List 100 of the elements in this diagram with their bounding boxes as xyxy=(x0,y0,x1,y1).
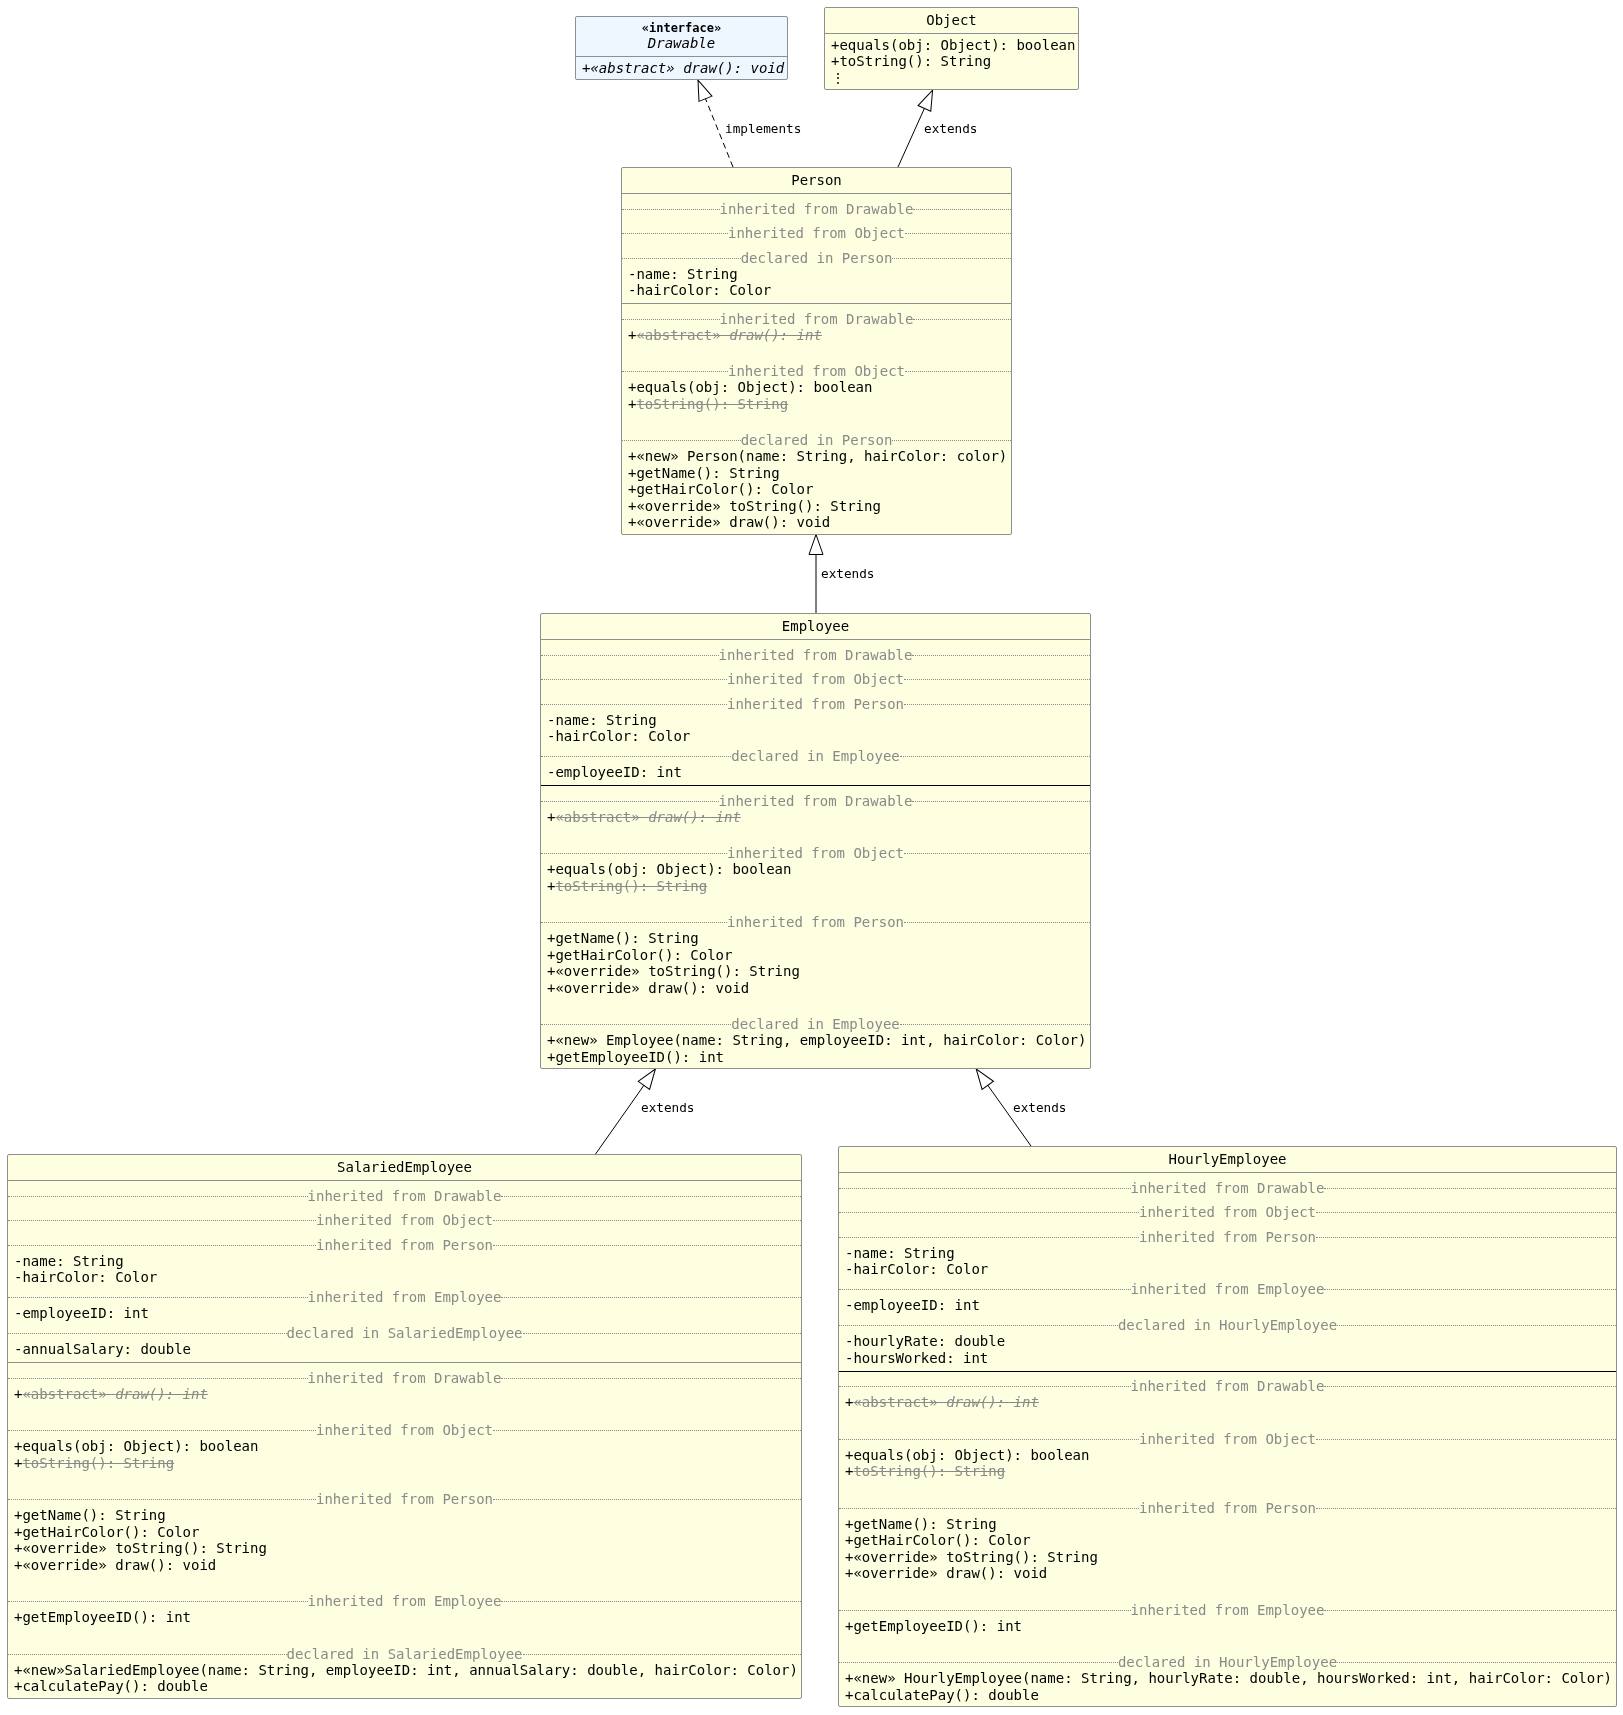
attribute-text: -hourlyRate: double xyxy=(845,1333,1006,1350)
section-label: inherited from Employee xyxy=(1130,1281,1325,1298)
section-label: inherited from Person xyxy=(316,1491,493,1508)
interface-box xyxy=(575,16,788,81)
section-label: inherited from Object xyxy=(727,671,904,688)
class-box xyxy=(7,1154,802,1699)
attribute-text: -name: String xyxy=(845,1244,955,1262)
section-label: inherited from Object xyxy=(1139,1430,1316,1448)
section-label: inherited from Drawable xyxy=(718,792,913,810)
class-name: HourlyEmployee xyxy=(1168,1150,1287,1167)
section-label: inherited from Person xyxy=(727,914,904,931)
method-text: +«new»SalariedEmployee(name: String, employeeID: int, annualSalary: double, hairColor: Color) xyxy=(14,1661,798,1679)
section-label: inherited from Drawable xyxy=(718,646,913,664)
inherited-method-text: +toString(): String xyxy=(547,877,708,895)
method-text: +getHairColor(): Color xyxy=(628,481,814,498)
attribute-text: -hoursWorked: int xyxy=(845,1349,989,1367)
class-box xyxy=(824,7,1079,91)
method-text: +toString(): String xyxy=(831,53,992,70)
section-label: declared in HourlyEmployee xyxy=(1117,1654,1338,1671)
section-label: inherited from Drawable xyxy=(307,1187,502,1205)
section-label: declared in Person xyxy=(740,432,893,449)
method-text: +«new» Employee(name: String, employeeID: int, hairColor: Color) xyxy=(547,1032,1087,1049)
method-text: +«override» toString(): String xyxy=(14,1540,267,1557)
inheritance-arrow xyxy=(808,534,824,614)
section-label: inherited from Person xyxy=(316,1236,493,1254)
method-text: +getEmployeeID(): int xyxy=(14,1609,191,1626)
section-label: inherited from Object xyxy=(1139,1204,1316,1221)
method-text: +«new» Person(name: String, hairColor: color) xyxy=(628,448,1008,465)
section-label: inherited from Person xyxy=(727,695,904,713)
method-text: +equals(obj: Object): boolean xyxy=(831,36,1076,54)
section-label: inherited from Object xyxy=(316,1422,493,1439)
method-text: +getHairColor(): Color xyxy=(845,1532,1031,1549)
method-text: +«override» draw(): void xyxy=(14,1556,217,1574)
method-text: +equals(obj: Object): boolean xyxy=(547,861,792,878)
method-text: +«override» toString(): String xyxy=(547,963,800,980)
section-label: inherited from Drawable xyxy=(1130,1179,1325,1197)
inheritance-arrow xyxy=(897,89,934,168)
section-label: inherited from Drawable xyxy=(307,1369,502,1387)
method-text: +equals(obj: Object): boolean xyxy=(14,1438,259,1455)
section-label: inherited from Object xyxy=(728,225,905,242)
section-label: declared in Person xyxy=(740,249,893,267)
method-text: +«override» toString(): String xyxy=(845,1548,1098,1566)
class-box xyxy=(540,613,1091,1069)
method-text: +«new» HourlyEmployee(name: String, hourlyRate: double, hoursWorked: int, hairColor: Color) xyxy=(845,1670,1612,1687)
section-label: inherited from Drawable xyxy=(719,310,914,328)
class-box xyxy=(621,167,1012,535)
section-label: inherited from Object xyxy=(316,1212,493,1229)
attribute-text: -name: String xyxy=(628,265,738,283)
inherited-method-text: +«abstract» draw(): int xyxy=(14,1385,208,1403)
attribute-text: -hairColor: Color xyxy=(547,728,691,745)
method-text: +equals(obj: Object): boolean xyxy=(845,1446,1090,1464)
method-text: +getHairColor(): Color xyxy=(14,1523,200,1541)
section-label: declared in SalariedEmployee xyxy=(286,1325,523,1342)
method-text: +getEmployeeID(): int xyxy=(845,1617,1022,1635)
attribute-text: -employeeID: int xyxy=(14,1305,149,1322)
method-text: +equals(obj: Object): boolean xyxy=(628,379,873,396)
inherited-method-text: +«abstract» draw(): int xyxy=(845,1394,1039,1411)
method-text: +calculatePay(): double xyxy=(845,1686,1039,1704)
section-label: declared in SalariedEmployee xyxy=(286,1645,523,1663)
attribute-text: -employeeID: int xyxy=(547,764,682,781)
section-label: inherited from Person xyxy=(1139,1499,1316,1517)
attribute-text: -annualSalary: double xyxy=(14,1341,191,1358)
inherited-method-text: +toString(): String xyxy=(628,395,789,413)
method-text: +calculatePay(): double xyxy=(14,1678,208,1695)
attribute-text: -hairColor: Color xyxy=(845,1261,989,1278)
method-text: +«override» draw(): void xyxy=(547,979,750,997)
attribute-text: -name: String xyxy=(547,711,657,729)
ellipsis-text: ⋮ xyxy=(831,69,845,87)
method-text: +getName(): String xyxy=(628,464,780,482)
class-name: Person xyxy=(791,171,842,188)
method-text: +getName(): String xyxy=(845,1515,997,1533)
method-text: +getEmployeeID(): int xyxy=(547,1048,724,1066)
attribute-text: -employeeID: int xyxy=(845,1297,980,1314)
class-name: SalariedEmployee xyxy=(337,1158,472,1175)
section-label: inherited from Employee xyxy=(307,1593,502,1610)
attribute-text: -hairColor: Color xyxy=(14,1269,158,1286)
method-text: +getHairColor(): Color xyxy=(547,946,733,964)
section-label: declared in HourlyEmployee xyxy=(1117,1317,1338,1334)
class-box xyxy=(838,1146,1617,1707)
method-text: +getName(): String xyxy=(547,930,699,947)
attribute-text: -hairColor: Color xyxy=(628,282,772,299)
section-label: inherited from Employee xyxy=(307,1289,502,1306)
section-label: inherited from Object xyxy=(727,845,904,862)
attribute-text: -name: String xyxy=(14,1252,124,1270)
section-label: inherited from Object xyxy=(728,363,905,380)
abstract-method-text: +«abstract» draw(): void xyxy=(582,59,785,77)
section-label: declared in Employee xyxy=(731,748,900,765)
method-text: +«override» toString(): String xyxy=(628,497,881,515)
inherited-method-text: +toString(): String xyxy=(14,1454,175,1472)
inherited-method-text: +«abstract» draw(): int xyxy=(628,326,822,344)
method-text: +getName(): String xyxy=(14,1507,166,1524)
inheritance-arrow xyxy=(975,1068,1032,1147)
section-label: inherited from Employee xyxy=(1130,1601,1325,1619)
class-name: Employee xyxy=(781,617,850,634)
stereotype-label: «interface» xyxy=(641,21,722,36)
inherited-method-text: +«abstract» draw(): int xyxy=(547,808,741,826)
method-text: +«override» draw(): void xyxy=(628,514,831,531)
method-text: +«override» draw(): void xyxy=(845,1565,1048,1582)
inherited-method-text: +toString(): String xyxy=(845,1463,1006,1480)
class-name: Object xyxy=(926,11,977,28)
